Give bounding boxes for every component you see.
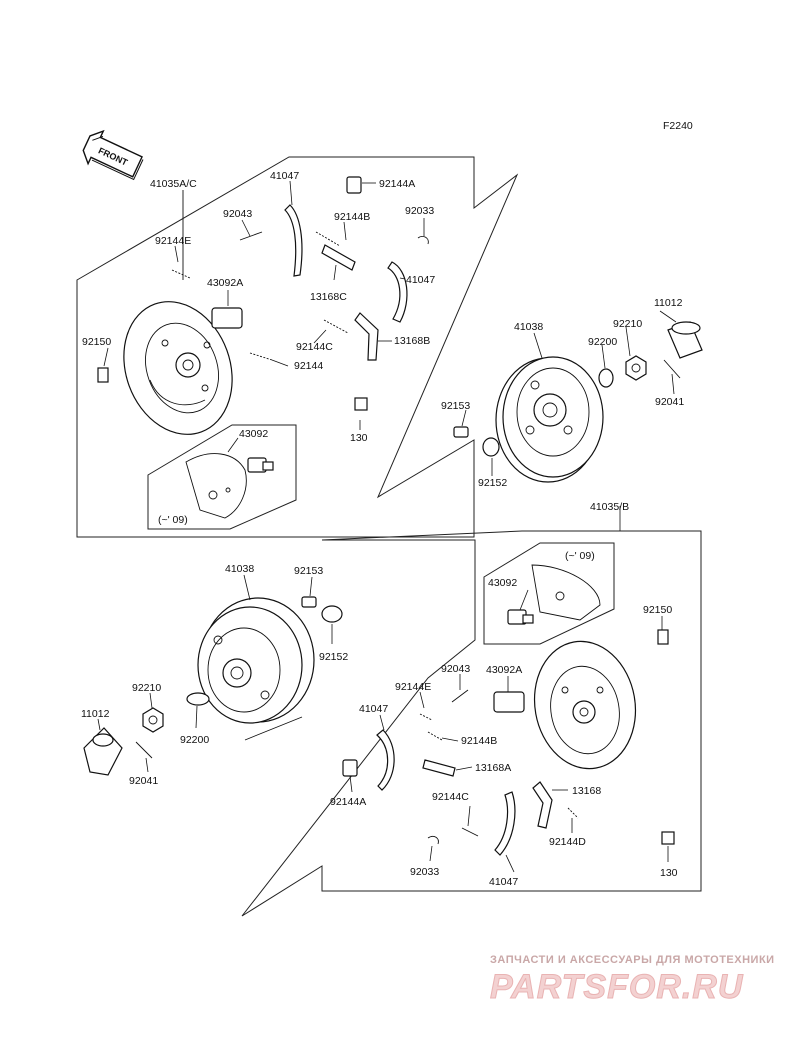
upper-callout-16: 92210 [613,318,642,330]
upper-callout-20: 92152 [478,477,507,489]
lower-assembly-frame [241,530,702,917]
upper-callout-9: 92150 [82,336,111,348]
lower-callout-3: 43092 [488,577,517,589]
upper-callout-4: 92033 [405,205,434,217]
lower-callout-21: 130 [660,867,678,879]
lower-callouts: 41035/B 41038 92153 92152 (~' 09) 43092 … [81,501,678,888]
lower-callout-7: 92200 [180,734,209,746]
lower-callout-11: 92144E [395,681,431,693]
lower-callout-19: 92033 [410,866,439,878]
upper-callout-6: 43092A [207,277,243,289]
lower-callout-4: 92150 [643,604,672,616]
front-arrow-icon: FRONT [82,129,144,181]
upper-callout-8: 41047 [406,274,435,286]
lower-variant-inset [483,542,615,645]
upper-brake-drum [495,356,604,483]
upper-callout-3: 92144B [334,211,370,223]
lower-callout-12: 41047 [359,703,388,715]
upper-callout-7: 13168C [310,291,347,303]
upper-callouts: 41035A/C 41047 92144A 92043 92144B 92033… [82,170,684,526]
upper-callout-13: 130 [350,432,368,444]
upper-variant-inset [147,424,297,530]
upper-callout-5: 92144E [155,235,191,247]
lower-callout-9: 92043 [441,663,470,675]
lower-callout-15: 92144A [330,796,366,808]
upper-callout-1: 92144A [379,178,415,190]
upper-assembly-frame [76,156,519,538]
upper-callout-19: 92153 [441,400,470,412]
upper-callout-0: 41047 [270,170,299,182]
lower-backing-plate [533,640,637,770]
lower-callout-18: 92144D [549,836,586,848]
upper-callout-2: 92043 [223,208,252,220]
lower-callout-5: 92210 [132,682,161,694]
lower-callout-17: 13168 [572,785,601,797]
leader-lines [97,180,677,873]
upper-callout-12: 92144 [294,360,323,372]
watermark-brand: PARTSFOR.RU [490,968,744,1006]
lower-callout-8: 92041 [129,775,158,787]
lower-brake-drum [197,597,315,724]
upper-small-parts [97,176,703,457]
watermark-tagline: ЗАПЧАСТИ И АКСЕССУАРЫ ДЛЯ МОТОТЕХНИКИ [490,954,775,966]
upper-group-label: 41035A/C [150,178,197,190]
figure-code: F2240 [663,120,693,132]
upper-callout-10: 92144C [296,341,333,353]
upper-callout-21: 92041 [655,396,684,408]
lower-callout-20: 41047 [489,876,518,888]
upper-callout-14: 43092 [239,428,268,440]
upper-callout-15: 41038 [514,321,543,333]
upper-callout-17: 11012 [654,297,683,309]
lower-callout-10: 43092A [486,664,522,676]
upper-backing-plate [123,301,233,435]
lower-callout-1: 92153 [294,565,323,577]
lower-small-parts [83,596,675,856]
lower-variant-note: (~' 09) [565,550,595,562]
lower-callout-16: 92144C [432,791,469,803]
lower-callout-0: 41038 [225,563,254,575]
upper-variant-note: (~' 09) [158,514,188,526]
lower-callout-13: 92144B [461,735,497,747]
watermark: ЗАПЧАСТИ И АКСЕССУАРЫ ДЛЯ МОТОТЕХНИКИ PA… [490,954,775,1007]
lower-callout-2: 92152 [319,651,348,663]
lower-callout-14: 13168A [475,762,511,774]
upper-callout-18: 92200 [588,336,617,348]
lower-group-label: 41035/B [590,501,629,513]
lower-callout-6: 11012 [81,708,110,720]
upper-callout-11: 13168B [394,335,430,347]
